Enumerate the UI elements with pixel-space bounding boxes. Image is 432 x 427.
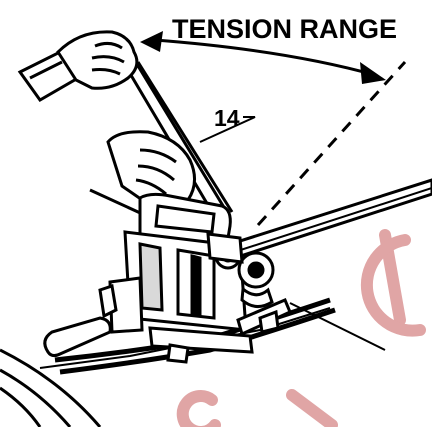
watermark [176, 229, 426, 427]
upper-hand-in-glove-icon [17, 30, 139, 102]
lower-hand-in-glove-icon [106, 130, 196, 209]
tension-range-dashed-line [256, 60, 407, 227]
callout-leader [199, 116, 256, 143]
coil-lines [0, 348, 102, 427]
arrow-icon [140, 31, 163, 52]
tension-range-label: TENSION RANGE [172, 14, 397, 44]
tension-range-arc [140, 31, 386, 84]
operating-handle [216, 178, 432, 264]
arrow-icon [360, 62, 386, 84]
pivot-bracket [206, 232, 244, 264]
callout-number-14: 14 [214, 105, 240, 131]
release-handle [43, 316, 112, 358]
